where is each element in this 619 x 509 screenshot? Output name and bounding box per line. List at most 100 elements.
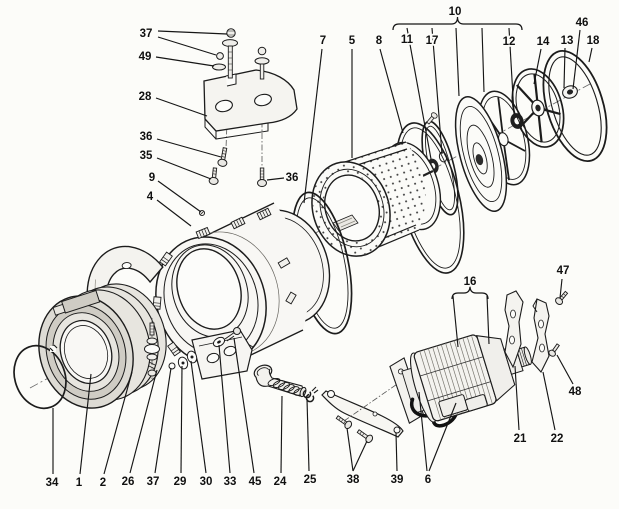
leader-line <box>542 371 556 431</box>
motor-bolt-2 <box>356 429 374 444</box>
callout-46: 46 <box>572 15 590 90</box>
leader-line <box>418 391 428 472</box>
callout-39: 39 <box>389 432 405 488</box>
leader-line <box>103 371 133 475</box>
tub-bottom-lug <box>191 329 253 380</box>
leader-line <box>481 27 485 93</box>
part-number-label: 13 <box>561 35 574 47</box>
part-number-label: 36 <box>286 172 299 184</box>
callout-34: 34 <box>44 408 61 491</box>
clamp-screw <box>426 112 438 125</box>
stud-a <box>222 28 238 79</box>
motor-bolt-1 <box>335 415 353 430</box>
part-number-label: 36 <box>140 131 153 143</box>
callout-35: 35 <box>138 148 212 180</box>
part-number-label: 37 <box>140 28 153 40</box>
part-number-label: 38 <box>347 474 360 486</box>
part-number-label: 37 <box>147 476 160 488</box>
callout-13: 13 <box>559 33 575 89</box>
part-number-label: 26 <box>122 476 135 488</box>
part-number-label: 47 <box>557 265 570 277</box>
leader-line <box>395 432 398 472</box>
leader-line <box>180 365 183 474</box>
part-number-label: 28 <box>139 91 152 103</box>
callout-28: 28 <box>137 89 208 117</box>
bolt-36-left <box>217 147 228 167</box>
part-number-label: 9 <box>149 172 155 184</box>
callout-14: 14 <box>533 34 552 85</box>
part-number-label: 11 <box>401 34 414 46</box>
part-number-label: 39 <box>391 474 404 486</box>
leader-line <box>156 199 192 227</box>
callout-5: 5 <box>347 33 358 158</box>
bolt-36-right <box>257 167 267 187</box>
lug-bolt <box>224 327 241 342</box>
callout-8: 8 <box>374 33 404 134</box>
callout-24: 24 <box>272 395 289 490</box>
part-number-label: 6 <box>425 474 431 486</box>
motor-mount-arm <box>321 390 404 438</box>
leader-line <box>572 29 581 90</box>
leader-line <box>452 295 459 348</box>
bellows-latch <box>52 289 101 316</box>
leader-line <box>346 427 354 472</box>
leader-line <box>156 138 222 158</box>
leader-line <box>303 48 323 204</box>
drum-lifter-paddle <box>332 214 359 232</box>
shaft-hub-cap <box>562 85 578 99</box>
callout-9: 9 <box>147 170 202 213</box>
part-number-label: 48 <box>569 386 582 398</box>
callout-22: 22 <box>542 371 565 447</box>
callout-45: 45 <box>233 337 264 490</box>
part-number-label: 34 <box>46 477 59 489</box>
part-number-label: 4 <box>147 191 154 203</box>
part-number-label: 14 <box>537 36 550 48</box>
leader-line <box>514 365 520 431</box>
part-number-label: 12 <box>503 36 516 48</box>
hose-clamp <box>302 386 319 403</box>
group-brace <box>392 16 523 31</box>
callout-33: 33 <box>218 344 238 490</box>
leader-line <box>563 47 566 89</box>
part-number-label: 17 <box>426 35 439 47</box>
inner-drum <box>311 141 442 257</box>
part-number-label: 16 <box>464 276 477 288</box>
part-number-label: 1 <box>76 477 83 489</box>
lug-washers <box>168 336 226 370</box>
leader-line <box>155 56 215 67</box>
part-number-label: 18 <box>587 35 600 47</box>
callout-37: 37 <box>145 367 172 490</box>
callout-10: 10 <box>392 4 523 97</box>
leader-line <box>157 36 217 56</box>
part-number-label: 46 <box>576 17 589 29</box>
part-number-label: 8 <box>376 35 383 47</box>
bracket-bolt-side <box>548 343 560 357</box>
callout-11: 11 <box>399 27 432 160</box>
leader-line <box>266 177 285 181</box>
suspension-bracket-left <box>504 290 524 369</box>
leader-line <box>406 27 432 160</box>
callout-12: 12 <box>501 27 517 115</box>
callout-37: 37 <box>138 26 228 56</box>
leader-line <box>431 27 443 155</box>
group-brace <box>451 285 489 300</box>
leader-line <box>588 47 593 63</box>
part-number-label: 35 <box>140 150 153 162</box>
part-number-label: 24 <box>274 476 287 488</box>
callout-1: 1 <box>74 373 92 491</box>
leader-line <box>486 295 490 345</box>
callout-6: 6 <box>418 391 457 488</box>
part-number-label: 21 <box>514 433 527 445</box>
callout-49: 49 <box>137 49 215 67</box>
part-number-label: 45 <box>249 476 262 488</box>
motor <box>389 334 532 428</box>
callout-38: 38 <box>345 427 368 488</box>
leader-line <box>556 354 574 385</box>
part-number-label: 25 <box>304 474 317 486</box>
leader-line <box>428 402 457 472</box>
leader-line <box>154 367 172 474</box>
callout-16: 16 <box>451 274 490 348</box>
part-number-label: 22 <box>551 433 564 445</box>
